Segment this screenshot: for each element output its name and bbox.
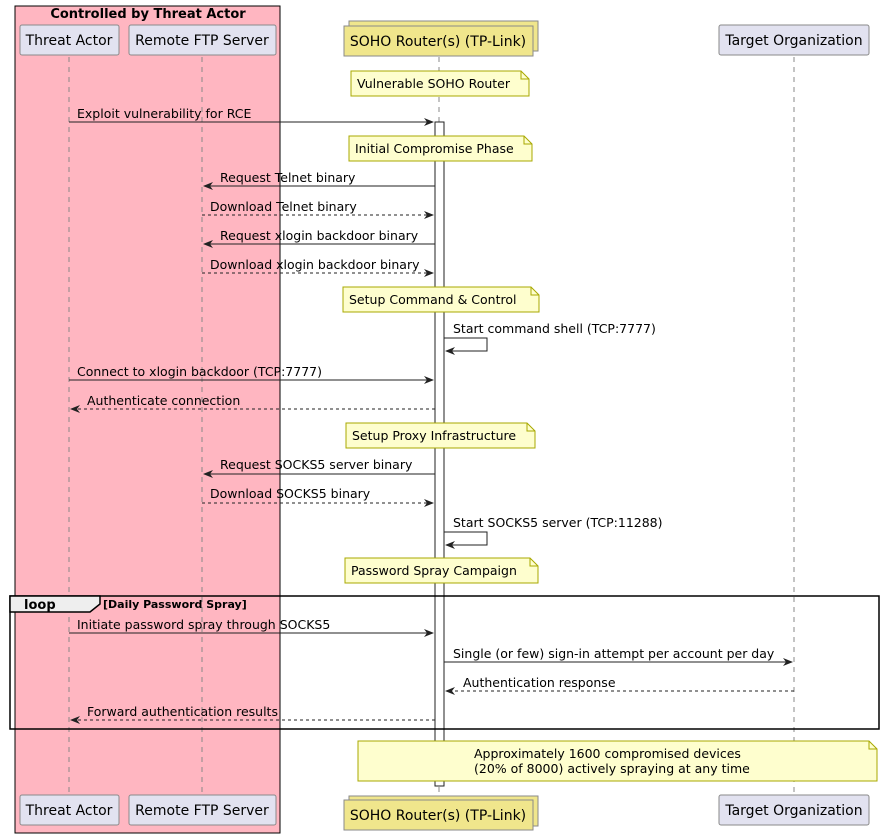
message-connect-xlogin: Connect to xlogin backdoor (TCP:7777) [69, 364, 434, 384]
message-forward-results: Forward authentication results [70, 704, 435, 724]
message-start-socks5: Start SOCKS5 server (TCP:11288) [444, 515, 663, 549]
svg-text:Initiate password spray throug: Initiate password spray through SOCKS5 [77, 617, 330, 632]
svg-text:Setup Command & Control: Setup Command & Control [349, 292, 516, 307]
message-request-xlogin: Request xlogin backdoor binary [203, 228, 435, 248]
message-exploit: Exploit vulnerability for RCE [69, 106, 434, 126]
svg-text:Authentication response: Authentication response [463, 675, 616, 690]
svg-text:Authenticate connection: Authenticate connection [87, 393, 240, 408]
svg-text:Download Telnet binary: Download Telnet binary [210, 199, 357, 214]
note-initial-compromise: Initial Compromise Phase [348, 135, 533, 162]
loop-condition: [Daily Password Spray] [103, 598, 247, 611]
threat-actor-group [14, 5, 281, 834]
loop-keyword: loop [24, 598, 56, 613]
participant-target-top[interactable]: Target Organization [718, 24, 870, 56]
note-vulnerable: Vulnerable SOHO Router [350, 70, 530, 97]
svg-text:Download SOCKS5 binary: Download SOCKS5 binary [210, 486, 371, 501]
message-request-telnet: Request Telnet binary [203, 170, 435, 190]
participant-target-bottom[interactable]: Target Organization [718, 794, 870, 826]
participant-label: SOHO Router(s) (TP-Link) [350, 808, 526, 824]
svg-text:Password Spray Campaign: Password Spray Campaign [351, 563, 517, 578]
loop-frame: loop [Daily Password Spray] [9, 595, 880, 730]
svg-text:Exploit vulnerability for RCE: Exploit vulnerability for RCE [77, 106, 251, 121]
svg-text:Request SOCKS5 server binary: Request SOCKS5 server binary [220, 457, 413, 472]
message-download-socks5: Download SOCKS5 binary [202, 486, 434, 507]
participant-remote-ftp-bottom[interactable]: Remote FTP Server [128, 794, 277, 826]
svg-text:(20% of 8000) actively sprayin: (20% of 8000) actively spraying at any t… [474, 761, 750, 776]
message-auth-response: Authentication response [445, 675, 794, 695]
participant-label: Remote FTP Server [135, 803, 269, 819]
participant-soho-top[interactable]: SOHO Router(s) (TP-Link) [343, 20, 539, 57]
note-spray-campaign: Password Spray Campaign [344, 557, 539, 584]
message-sign-in-attempt: Single (or few) sign-in attempt per acco… [444, 646, 793, 666]
svg-text:Vulnerable SOHO Router: Vulnerable SOHO Router [357, 76, 511, 91]
svg-text:Initial Compromise Phase: Initial Compromise Phase [355, 141, 514, 156]
participant-threat-actor-top[interactable]: Threat Actor [19, 24, 120, 56]
message-start-shell: Start command shell (TCP:7777) [444, 321, 656, 355]
svg-text:Request xlogin backdoor binary: Request xlogin backdoor binary [220, 228, 419, 243]
svg-text:Start command shell (TCP:7777): Start command shell (TCP:7777) [453, 321, 656, 336]
note-c2: Setup Command & Control [342, 286, 540, 313]
activation-bar [434, 121, 445, 787]
svg-text:Request Telnet binary: Request Telnet binary [220, 170, 356, 185]
message-authenticate: Authenticate connection [70, 393, 435, 413]
svg-text:Connect to xlogin backdoor (TC: Connect to xlogin backdoor (TCP:7777) [77, 364, 322, 379]
participant-label: Threat Actor [25, 33, 113, 49]
message-download-xlogin: Download xlogin backdoor binary [202, 257, 434, 277]
participant-label: Target Organization [724, 33, 862, 49]
svg-text:Single (or few) sign-in attemp: Single (or few) sign-in attempt per acco… [453, 646, 775, 661]
group-title: Controlled by Threat Actor [50, 7, 246, 22]
svg-text:Forward authentication results: Forward authentication results [87, 704, 278, 719]
message-initiate-spray: Initiate password spray through SOCKS5 [69, 617, 434, 637]
participant-label: Remote FTP Server [135, 33, 269, 49]
note-proxy: Setup Proxy Infrastructure [345, 422, 536, 449]
participant-label: SOHO Router(s) (TP-Link) [350, 34, 526, 50]
participant-remote-ftp-top[interactable]: Remote FTP Server [128, 24, 277, 56]
note-final: Approximately 1600 compromised devices (… [357, 740, 878, 782]
participant-soho-bottom[interactable]: SOHO Router(s) (TP-Link) [343, 795, 539, 831]
participant-label: Threat Actor [25, 803, 113, 819]
svg-text:Approximately 1600 compromised: Approximately 1600 compromised devices [474, 746, 741, 761]
participant-label: Target Organization [724, 803, 862, 819]
participant-threat-actor-bottom[interactable]: Threat Actor [19, 794, 120, 826]
message-request-socks5: Request SOCKS5 server binary [203, 457, 435, 478]
svg-text:Start SOCKS5 server (TCP:11288: Start SOCKS5 server (TCP:11288) [453, 515, 663, 530]
message-download-telnet: Download Telnet binary [202, 199, 434, 219]
svg-text:Download xlogin backdoor binar: Download xlogin backdoor binary [210, 257, 420, 272]
svg-text:Setup Proxy Infrastructure: Setup Proxy Infrastructure [352, 428, 516, 443]
